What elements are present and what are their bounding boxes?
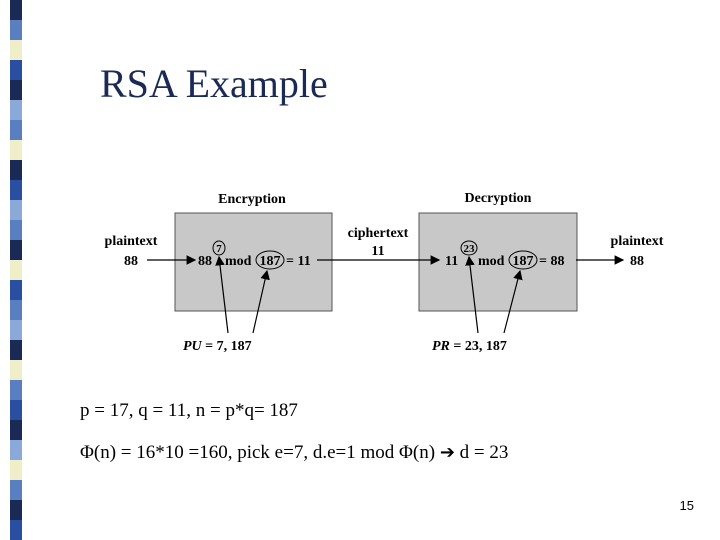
body-line-2: Φ(n) = 16*10 =160, pick e=7, d.e=1 mod Φ… bbox=[80, 442, 508, 464]
ciphertext-label: ciphertext bbox=[348, 226, 409, 241]
enc-exponent: 7 bbox=[216, 243, 222, 255]
stripe-block bbox=[10, 320, 22, 340]
stripe-block bbox=[10, 240, 22, 260]
stripe-block bbox=[10, 40, 22, 60]
enc-result: = 11 bbox=[286, 254, 311, 269]
decryption-box bbox=[418, 212, 578, 312]
stripe-block bbox=[10, 500, 22, 520]
stripe-block bbox=[10, 100, 22, 120]
stripe-block bbox=[10, 160, 22, 180]
stripe-block bbox=[10, 360, 22, 380]
slide-title: RSA Example bbox=[100, 61, 328, 106]
public-key-label: PU = 7, 187 bbox=[183, 339, 252, 354]
stripe-block bbox=[10, 80, 22, 100]
page-number: 15 bbox=[679, 498, 694, 513]
rsa-diagram: Encryption Decryption plaintext 88 88 7 … bbox=[105, 191, 664, 354]
dec-modulus: 187 bbox=[513, 254, 534, 269]
implies-arrow-icon: ➔ bbox=[439, 442, 455, 463]
stripe-block bbox=[10, 460, 22, 480]
dec-result: = 88 bbox=[539, 254, 564, 269]
decryption-label: Decryption bbox=[465, 191, 532, 206]
stripe-block bbox=[10, 280, 22, 300]
dec-modulus-circle bbox=[508, 250, 538, 270]
stripe-block bbox=[10, 300, 22, 320]
body-line-1: p = 17, q = 11, n = p*q= 187 bbox=[80, 400, 298, 421]
enc-exponent-circle bbox=[212, 240, 226, 256]
stripe-block bbox=[10, 520, 22, 540]
stripe-block bbox=[10, 0, 22, 20]
stripe-block bbox=[10, 340, 22, 360]
stripe-block bbox=[10, 440, 22, 460]
dec-mod: mod bbox=[478, 254, 505, 269]
plaintext-out-label: plaintext bbox=[611, 234, 664, 249]
arrow-pr-to-exponent bbox=[465, 255, 479, 334]
public-key-value: = 7, 187 bbox=[202, 339, 252, 354]
decorative-stripe bbox=[0, 0, 28, 540]
enc-plain-value: 88 bbox=[198, 254, 212, 269]
public-key-var: PU bbox=[183, 339, 203, 354]
ciphertext-value: 11 bbox=[371, 244, 384, 259]
private-key-var: PR bbox=[432, 339, 450, 354]
stripe-block bbox=[10, 480, 22, 500]
enc-mod: mod bbox=[225, 254, 252, 269]
stripe-block bbox=[10, 200, 22, 220]
stripe-block bbox=[10, 380, 22, 400]
private-key-value: = 23, 187 bbox=[450, 339, 507, 354]
enc-modulus-circle bbox=[255, 250, 285, 270]
stripe-block bbox=[10, 120, 22, 140]
private-key-label: PR = 23, 187 bbox=[432, 339, 507, 354]
stripe-block bbox=[10, 220, 22, 240]
encryption-box bbox=[174, 212, 333, 312]
plaintext-out-value: 88 bbox=[630, 254, 644, 269]
arrow-pu-to-modulus bbox=[252, 269, 270, 334]
enc-modulus: 187 bbox=[260, 254, 281, 269]
encryption-label: Encryption bbox=[218, 192, 286, 207]
dec-cipher-value: 11 bbox=[445, 254, 458, 269]
stripe-block bbox=[10, 400, 22, 420]
stripe-block bbox=[10, 60, 22, 80]
body-line-2-suffix: d = 23 bbox=[459, 442, 509, 463]
plaintext-in-value: 88 bbox=[124, 254, 138, 269]
body-line-2-prefix: Φ(n) = 16*10 =160, pick e=7, d.e=1 mod Φ… bbox=[80, 442, 436, 463]
stripe-block bbox=[10, 140, 22, 160]
plaintext-in-label: plaintext bbox=[105, 234, 158, 249]
stripe-block bbox=[10, 420, 22, 440]
stripe-block bbox=[10, 260, 22, 280]
stripe-block bbox=[10, 180, 22, 200]
arrow-pr-to-modulus bbox=[503, 269, 523, 334]
dec-exponent-circle bbox=[460, 240, 478, 256]
stripe-block bbox=[10, 20, 22, 40]
dec-exponent: 23 bbox=[464, 243, 476, 255]
arrow-pu-to-exponent bbox=[215, 255, 229, 334]
